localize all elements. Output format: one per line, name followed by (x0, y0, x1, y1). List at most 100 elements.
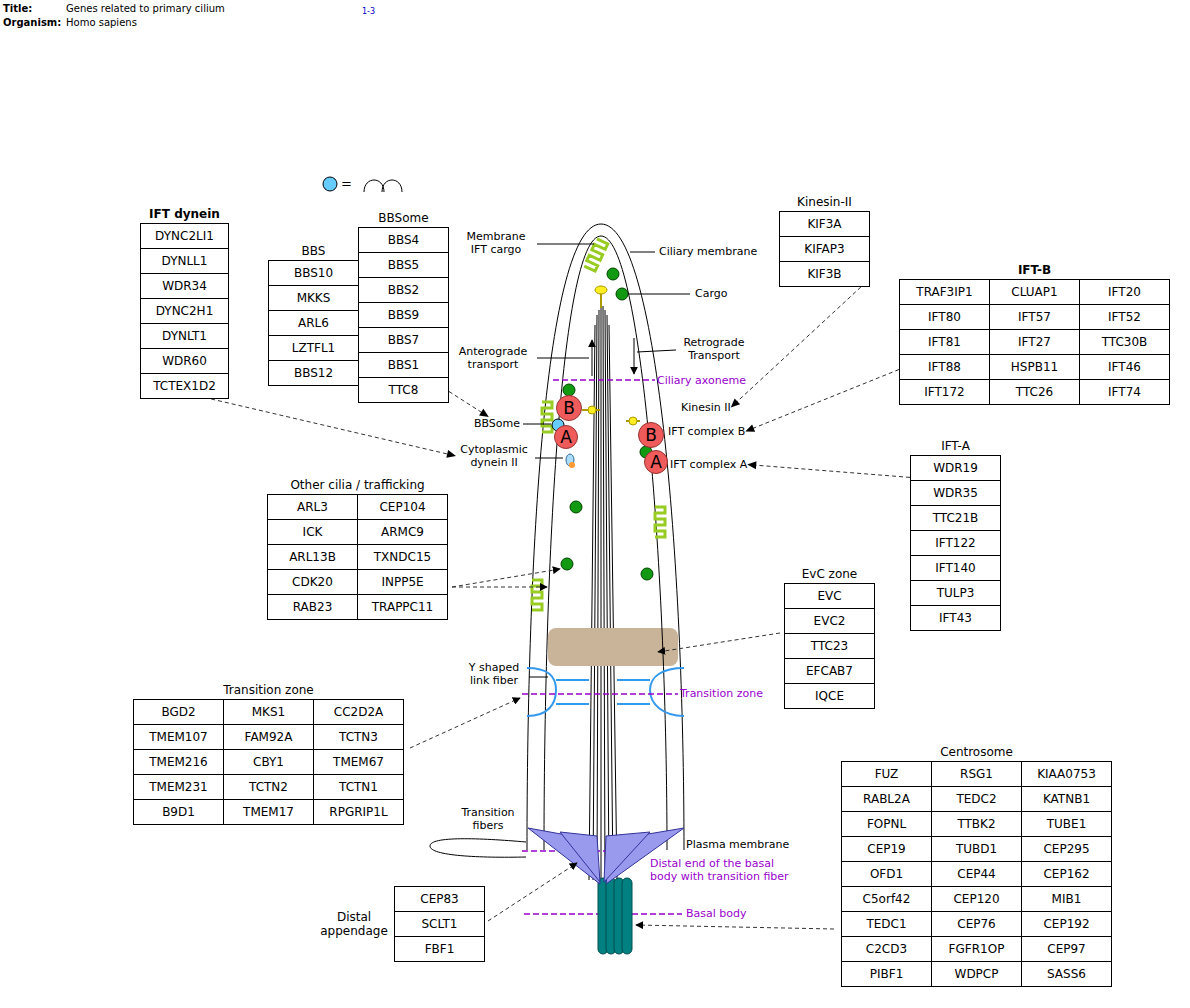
gene-name: PIBF1 (870, 967, 904, 981)
gene-name: TMEM107 (149, 730, 208, 744)
leader-lines (523, 244, 690, 677)
complex-circle: B (638, 422, 664, 448)
gene-cell: B9D1 (134, 800, 224, 825)
gene-name: SCLT1 (422, 917, 458, 931)
gene-name: SASS6 (1047, 967, 1086, 981)
diagram-label: Transition fibers (454, 806, 522, 832)
gene-cell: IFT46 (1080, 355, 1170, 380)
gene-name: IFT74 (1108, 385, 1141, 399)
structure-label: BBSome (468, 417, 520, 430)
gene-name: B9D1 (162, 805, 195, 819)
gene-cell: TRAPPC11 (358, 595, 448, 620)
group-heading: BBSome (358, 211, 449, 227)
gene-name: WDPCP (955, 967, 999, 981)
gene-name: INPP5E (381, 575, 423, 589)
basal-body (598, 878, 632, 954)
group-heading: BBS (268, 244, 359, 260)
gene-name: ICK (303, 525, 323, 539)
structure-label: Kinesin II (681, 401, 731, 414)
group-heading: EvC zone (784, 567, 875, 583)
gene-cell: TXNDC15 (358, 545, 448, 570)
gene-group: BBSomeBBS4BBS5BBS2BBS9BBS7BBS1TTC8 (358, 211, 449, 403)
gene-name: IFT43 (939, 611, 972, 625)
gene-name: RAB23 (293, 600, 333, 614)
gene-group: Kinesin-IIKIF3AKIFAP3KIF3B (779, 195, 870, 287)
gene-name: TXNDC15 (374, 550, 431, 564)
gene-name: KIF3B (807, 267, 841, 281)
gene-name: EVC2 (814, 614, 846, 628)
gene-name: KATNB1 (1043, 792, 1090, 806)
gene-cell: CEP76 (932, 912, 1022, 937)
gene-cell: CEP295 (1022, 837, 1112, 862)
gene-cell: BBS4 (359, 228, 449, 253)
gene-cell: CC2D2A (314, 700, 404, 725)
gene-name: MKS1 (252, 705, 285, 719)
gene-cell: IFT20 (1080, 280, 1170, 305)
gene-name: CEP76 (957, 917, 995, 931)
gene-cell: CEP120 (932, 887, 1022, 912)
gene-name: IFT81 (928, 335, 961, 349)
gene-cell: DYNLT1 (141, 324, 229, 349)
gene-table: CEP83SCLT1FBF1 (394, 886, 485, 962)
gene-name: DYNLL1 (162, 254, 208, 268)
dashed-arrow (731, 287, 861, 408)
gene-cell: CLUAP1 (990, 280, 1080, 305)
axoneme (589, 306, 617, 880)
pointer-arrows (410, 569, 834, 929)
gene-name: BBS2 (388, 283, 420, 297)
arrow-head (731, 398, 740, 407)
gene-name: TTC30B (1102, 335, 1148, 349)
connector-line (449, 391, 482, 412)
gene-cell: INPP5E (358, 570, 448, 595)
gene-name: CEP162 (1043, 867, 1089, 881)
gene-name: ARL13B (289, 550, 336, 564)
gene-cell: RPGRIP1L (314, 800, 404, 825)
gene-name: TEDC2 (956, 792, 996, 806)
gene-cell: ARMC9 (358, 520, 448, 545)
gene-table: WDR19WDR35TTC21BIFT122IFT140TULP3IFT43 (910, 455, 1001, 631)
gene-cell: KATNB1 (1022, 787, 1112, 812)
gene-name: ARL3 (297, 500, 328, 514)
gene-name: BBS4 (388, 233, 420, 247)
gene-cell: ARL6 (269, 311, 359, 336)
gene-group: BBSBBS10MKKSARL6LZTFL1BBS12 (268, 244, 359, 386)
gene-name: FUZ (875, 767, 899, 781)
gene-cell: ARL13B (268, 545, 358, 570)
arrow-head (747, 461, 756, 469)
gene-name: FGFR1OP (949, 942, 1005, 956)
ciliary-membrane (527, 224, 684, 850)
gene-cell: BBS5 (359, 253, 449, 278)
gene-table: BBS10MKKSARL6LZTFL1BBS12 (268, 260, 359, 386)
gene-name: ARMC9 (381, 525, 424, 539)
gene-cell: WDR19 (911, 456, 1001, 481)
gene-cell: TCTN2 (224, 775, 314, 800)
gene-cell: FOPNL (842, 812, 932, 837)
gene-name: TULP3 (937, 586, 975, 600)
gene-cell: DYNC2H1 (141, 299, 229, 324)
gene-cell: DYNLL1 (141, 249, 229, 274)
gene-table: FUZRSG1KIAA0753RABL2ATEDC2KATNB1FOPNLTTB… (841, 761, 1112, 987)
gene-cell: WDR34 (141, 274, 229, 299)
gene-name: IFT172 (924, 385, 964, 399)
complex-circle: A (554, 425, 578, 449)
cargo-dots (561, 268, 653, 580)
gene-name: KIAA0753 (1037, 767, 1096, 781)
complex-circle: B (556, 395, 582, 421)
gene-name: BBS12 (294, 366, 333, 380)
gene-name: WDR60 (162, 354, 207, 368)
gene-cell: FGFR1OP (932, 937, 1022, 962)
dashed-arrow (747, 461, 910, 477)
gene-name: TMEM67 (333, 755, 384, 769)
gene-name: TCTN2 (249, 780, 288, 794)
gene-name: KIFAP3 (804, 242, 844, 256)
gene-name: IFT140 (935, 561, 975, 575)
gene-cell: EVC (785, 584, 875, 609)
gene-cell: TEDC2 (932, 787, 1022, 812)
gene-cell: TMEM67 (314, 750, 404, 775)
gene-cell: KIAA0753 (1022, 762, 1112, 787)
structure-name: IFT complex A (670, 458, 747, 471)
gene-cell: BBS2 (359, 278, 449, 303)
gene-name: EFCAB7 (806, 664, 853, 678)
gene-cell: MKKS (269, 286, 359, 311)
gene-table: KIF3AKIFAP3KIF3B (779, 211, 870, 287)
